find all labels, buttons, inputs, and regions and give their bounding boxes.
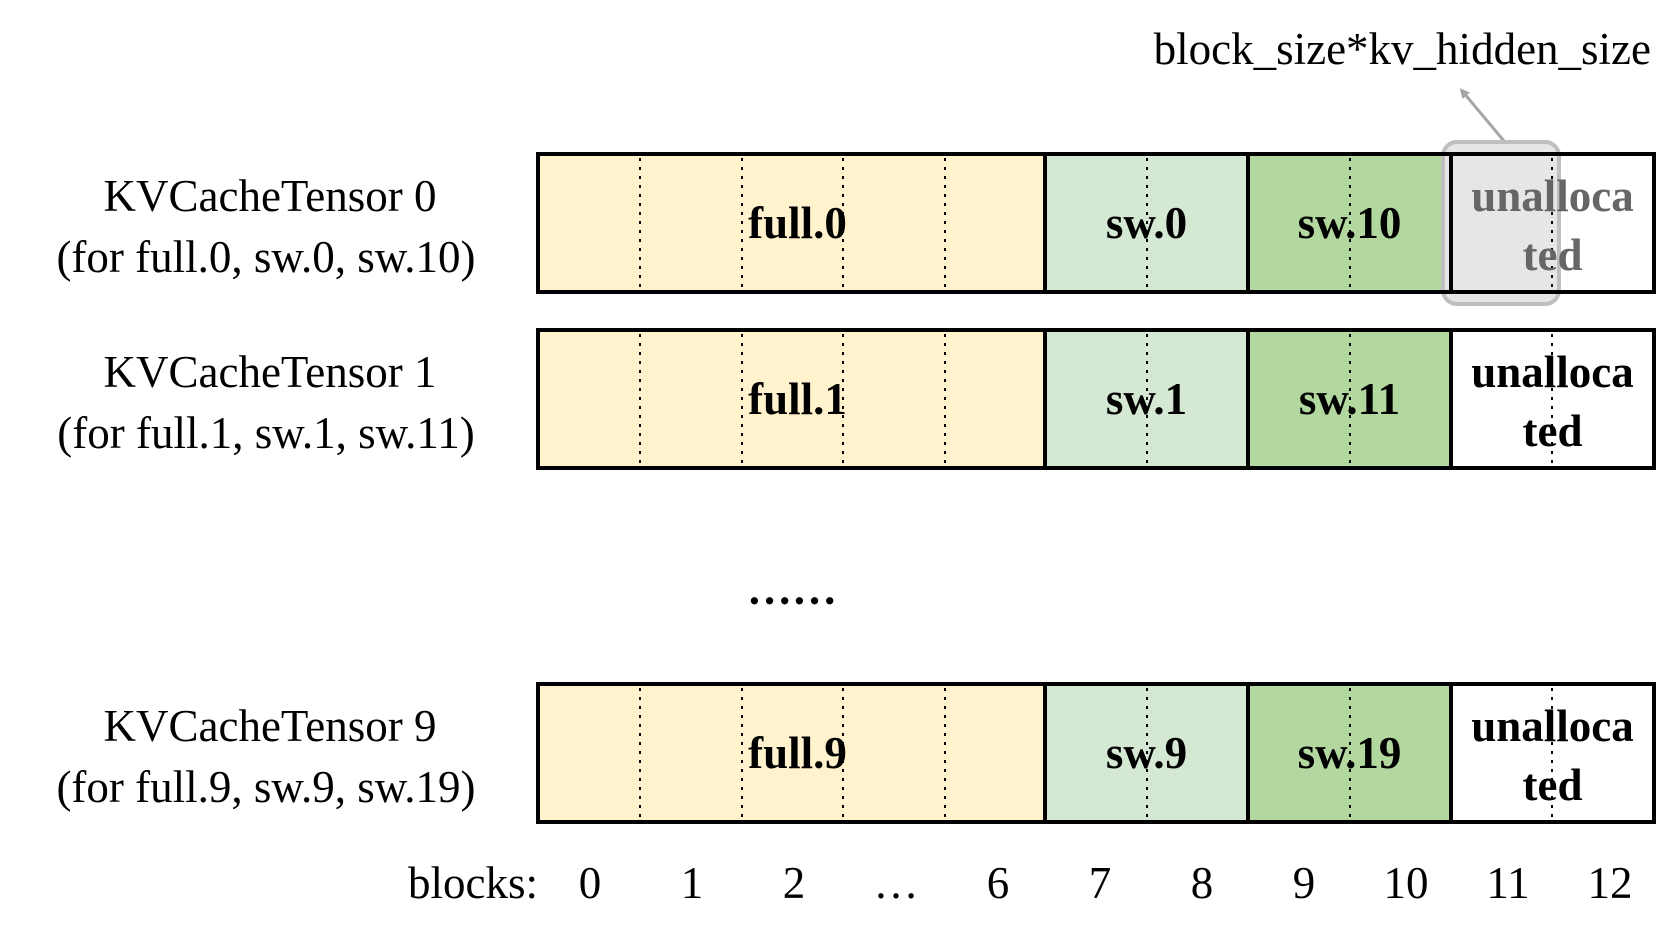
block-index-tick: 2 — [783, 858, 806, 908]
tensor-outline — [536, 328, 1656, 470]
unallocated-label-line1: unalloca — [1471, 701, 1634, 751]
tensor-name: KVCacheTensor 0 — [104, 171, 437, 221]
unallocated-label-line1: unalloca — [1471, 171, 1634, 221]
unallocated-label-line1: unalloca — [1471, 347, 1634, 397]
tensor-outline — [536, 152, 1656, 294]
unallocated-label-line2: ted — [1523, 406, 1583, 456]
tensor-name: KVCacheTensor 1 — [104, 347, 437, 397]
tensor-row: KVCacheTensor 1 (for full.1, sw.1, sw.11)… — [57, 328, 1656, 470]
tensor-contents: (for full.0, sw.0, sw.10) — [56, 232, 475, 282]
unallocated-label-line2: ted — [1523, 760, 1583, 810]
sw-light-segment-label: sw.0 — [1106, 198, 1187, 248]
full-segment-label: full.1 — [748, 374, 847, 424]
block-index-tick: … — [874, 858, 919, 908]
block-index-tick: 8 — [1191, 858, 1214, 908]
sw-light-segment-label: sw.1 — [1106, 374, 1187, 424]
block-index-tick: 9 — [1293, 858, 1316, 908]
sw-dark-segment-label: sw.11 — [1299, 374, 1400, 424]
rows-ellipsis: …… — [747, 564, 837, 614]
block-index-tick: 6 — [987, 858, 1010, 908]
block-index-tick: 11 — [1486, 858, 1529, 908]
annotation-arrow — [1459, 88, 1506, 142]
full-segment — [538, 330, 1045, 468]
sw-dark-segment-label: sw.10 — [1298, 198, 1402, 248]
block-index-tick: 12 — [1588, 858, 1633, 908]
tensor-row: KVCacheTensor 0 (for full.0, sw.0, sw.10)… — [56, 140, 1656, 306]
block-index-tick: 7 — [1089, 858, 1112, 908]
tensor-contents: (for full.9, sw.9, sw.19) — [56, 762, 475, 812]
tensor-contents: (for full.1, sw.1, sw.11) — [57, 408, 474, 458]
full-segment-label: full.9 — [748, 728, 847, 778]
highlighted-block — [1441, 140, 1561, 306]
unallocated-label-line2: ted — [1523, 230, 1583, 280]
tensor-name: KVCacheTensor 9 — [104, 701, 437, 751]
tensor-outline — [536, 682, 1656, 824]
blocks-axis-label: blocks: — [408, 858, 538, 908]
block-index-tick: 10 — [1384, 858, 1429, 908]
sw-light-segment-label: sw.9 — [1106, 728, 1187, 778]
block-index-tick: 0 — [579, 858, 602, 908]
full-segment-label: full.0 — [748, 198, 847, 248]
full-segment — [538, 684, 1045, 822]
block-size-annotation: block_size*kv_hidden_size — [1154, 24, 1651, 74]
full-segment — [538, 154, 1045, 292]
tensor-row: KVCacheTensor 9 (for full.9, sw.9, sw.19)… — [56, 682, 1656, 824]
sw-dark-segment-label: sw.19 — [1298, 728, 1402, 778]
tensor-rows: KVCacheTensor 0 (for full.0, sw.0, sw.10)… — [56, 140, 1656, 824]
block-index-tick: 1 — [681, 858, 704, 908]
